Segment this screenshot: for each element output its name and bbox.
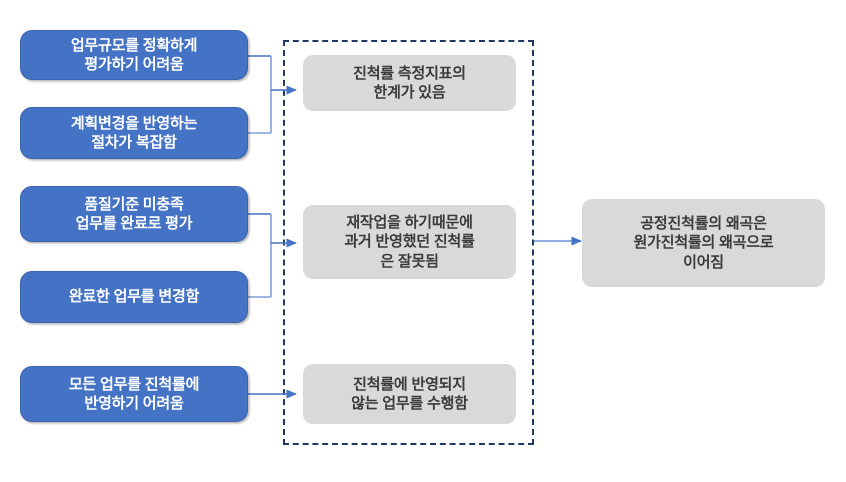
conclusion-box[interactable]: 공정진척률의 왜곡은 원가진척률의 왜곡으로 이어짐 xyxy=(582,199,825,287)
effect-box-1-label: 진척률 측정지표의 한계가 있음 xyxy=(353,64,466,101)
effect-box-2-label: 재작업을 하기때문에 과거 반영했던 진척률 은 잘못됨 xyxy=(344,214,475,270)
effect-box-1[interactable]: 진척률 측정지표의 한계가 있음 xyxy=(303,55,516,111)
cause-box-5-label: 모든 업무를 진척률에 반영하기 어려움 xyxy=(68,375,200,412)
cause-box-1[interactable]: 업무규모를 정확하게 평가하기 어려움 xyxy=(20,30,248,80)
cause-box-2-label: 계획변경을 반영하는 절차가 복잡함 xyxy=(70,114,198,151)
cause-box-3[interactable]: 품질기준 미충족 업무를 완료로 평가 xyxy=(20,186,248,242)
cause-box-4[interactable]: 완료한 업무를 변경함 xyxy=(20,271,248,323)
effect-box-2[interactable]: 재작업을 하기때문에 과거 반영했던 진척률 은 잘못됨 xyxy=(303,205,516,279)
cause-box-4-label: 완료한 업무를 변경함 xyxy=(68,288,200,306)
effect-box-3[interactable]: 진척률에 반영되지 않는 업무를 수행함 xyxy=(303,364,516,424)
cause-box-5[interactable]: 모든 업무를 진척률에 반영하기 어려움 xyxy=(20,366,248,422)
cause-box-1-label: 업무규모를 정확하게 평가하기 어려움 xyxy=(70,36,198,73)
effect-box-3-label: 진척률에 반영되지 않는 업무를 수행함 xyxy=(351,375,468,412)
conclusion-box-label: 공정진척률의 왜곡은 원가진척률의 왜곡으로 이어짐 xyxy=(633,215,774,271)
cause-box-2[interactable]: 계획변경을 반영하는 절차가 복잡함 xyxy=(20,107,248,159)
cause-box-3-label: 품질기준 미충족 업무를 완료로 평가 xyxy=(75,195,193,232)
